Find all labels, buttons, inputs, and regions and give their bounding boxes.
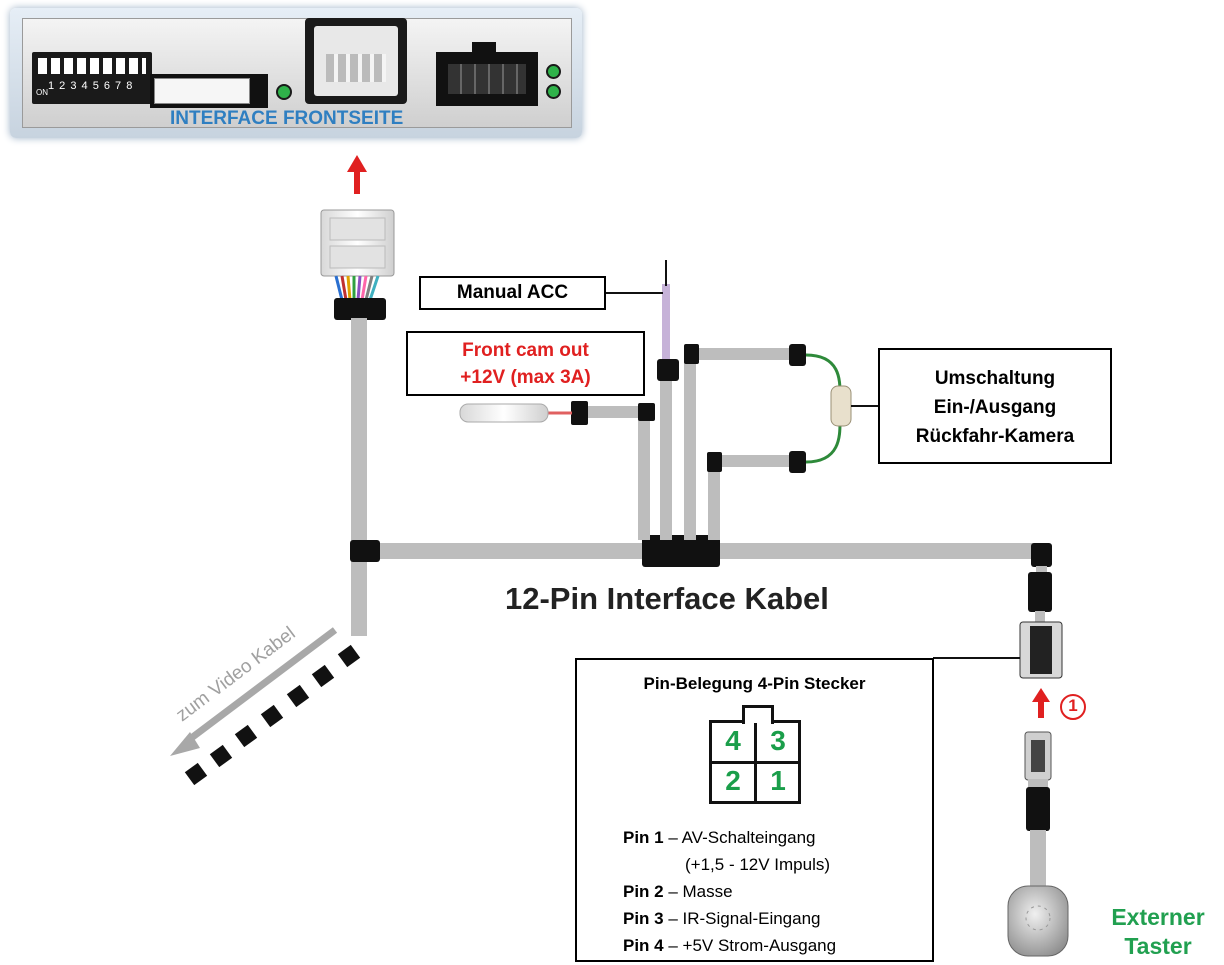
umschaltung-label-box: Umschaltung Ein-/Ausgang Rückfahr-Kamera (878, 348, 1112, 464)
pin-row-2: Pin 2 – Masse (623, 882, 733, 901)
manual-acc-label-box: Manual ACC (419, 276, 606, 310)
front-cam-terminal (459, 403, 549, 423)
external-button-device[interactable] (1007, 885, 1069, 957)
step-marker-number: 1 (1068, 696, 1078, 715)
junction-center (642, 535, 720, 567)
pin-list: Pin 1 – AV-Schalteingang (+1,5 - 12V Imp… (623, 824, 836, 959)
pin-connector-latch (742, 705, 774, 724)
pin-row-4: Pin 4 – +5V Strom-Ausgang (623, 936, 837, 955)
interface-panel-label: INTERFACE FRONTSEITE (170, 108, 404, 129)
interface-panel: 1 2 3 4 5 6 7 8 ON INTERFACE FRONTSEITE (10, 8, 582, 138)
pin-cell-4: 4 (725, 725, 741, 756)
cable-title: 12-Pin Interface Kabel (505, 581, 829, 616)
step-marker-circle (1060, 694, 1086, 720)
manual-acc-label: Manual ACC (456, 282, 569, 303)
switch-fuse (830, 385, 852, 427)
arrow-up-step-1 (1032, 688, 1050, 718)
led-3 (546, 84, 561, 99)
front-cam-label-box: Front cam out +12V (max 3A) (406, 331, 645, 396)
junction-left (350, 540, 380, 562)
pin-cell-2: 2 (725, 765, 741, 796)
pin-row-1-detail: (+1,5 - 12V Impuls) (685, 855, 831, 874)
pin-cell-3: 3 (770, 725, 786, 756)
12-pin-plug (320, 209, 395, 320)
main-cable-vertical (351, 318, 367, 636)
pin-row-3: Pin 3 – IR-Signal-Eingang (623, 909, 821, 928)
led-2 (546, 64, 561, 79)
umschaltung-line3: Rückfahr-Kamera (915, 426, 1075, 447)
arrow-up-to-interface (347, 155, 367, 194)
umschaltung-line2: Ein-/Ausgang (933, 397, 1057, 418)
umschaltung-line1: Umschaltung (934, 368, 1056, 389)
video-cable-dashed (184, 644, 361, 786)
dip-switch-numbers: 1 2 3 4 5 6 7 8 (48, 80, 134, 92)
front-cam-label-line1: Front cam out (462, 340, 589, 361)
dip-switch[interactable]: 1 2 3 4 5 6 7 8 ON (32, 52, 152, 104)
pin-row-1: Pin 1 – AV-Schalteingang (623, 828, 816, 847)
pin-assignment-box: Pin-Belegung 4-Pin Stecker 4 3 2 1 Pin 1… (575, 658, 934, 962)
right-cable-connector (1028, 572, 1052, 612)
video-cable-arrow (170, 627, 338, 756)
pin-cell-1: 1 (770, 765, 786, 796)
external-button-label-line2: Taster (1124, 933, 1192, 959)
pin-box-title: Pin-Belegung 4-Pin Stecker (643, 674, 866, 693)
external-button-label-line1: Externer (1111, 904, 1205, 930)
pin-connector-diagram: 4 3 2 1 (709, 705, 801, 804)
led-1 (276, 84, 292, 100)
front-cam-label-line2: +12V (max 3A) (460, 367, 591, 388)
dip-switch-on-label: ON (36, 88, 48, 97)
external-button-label: Externer Taster (1094, 903, 1222, 961)
